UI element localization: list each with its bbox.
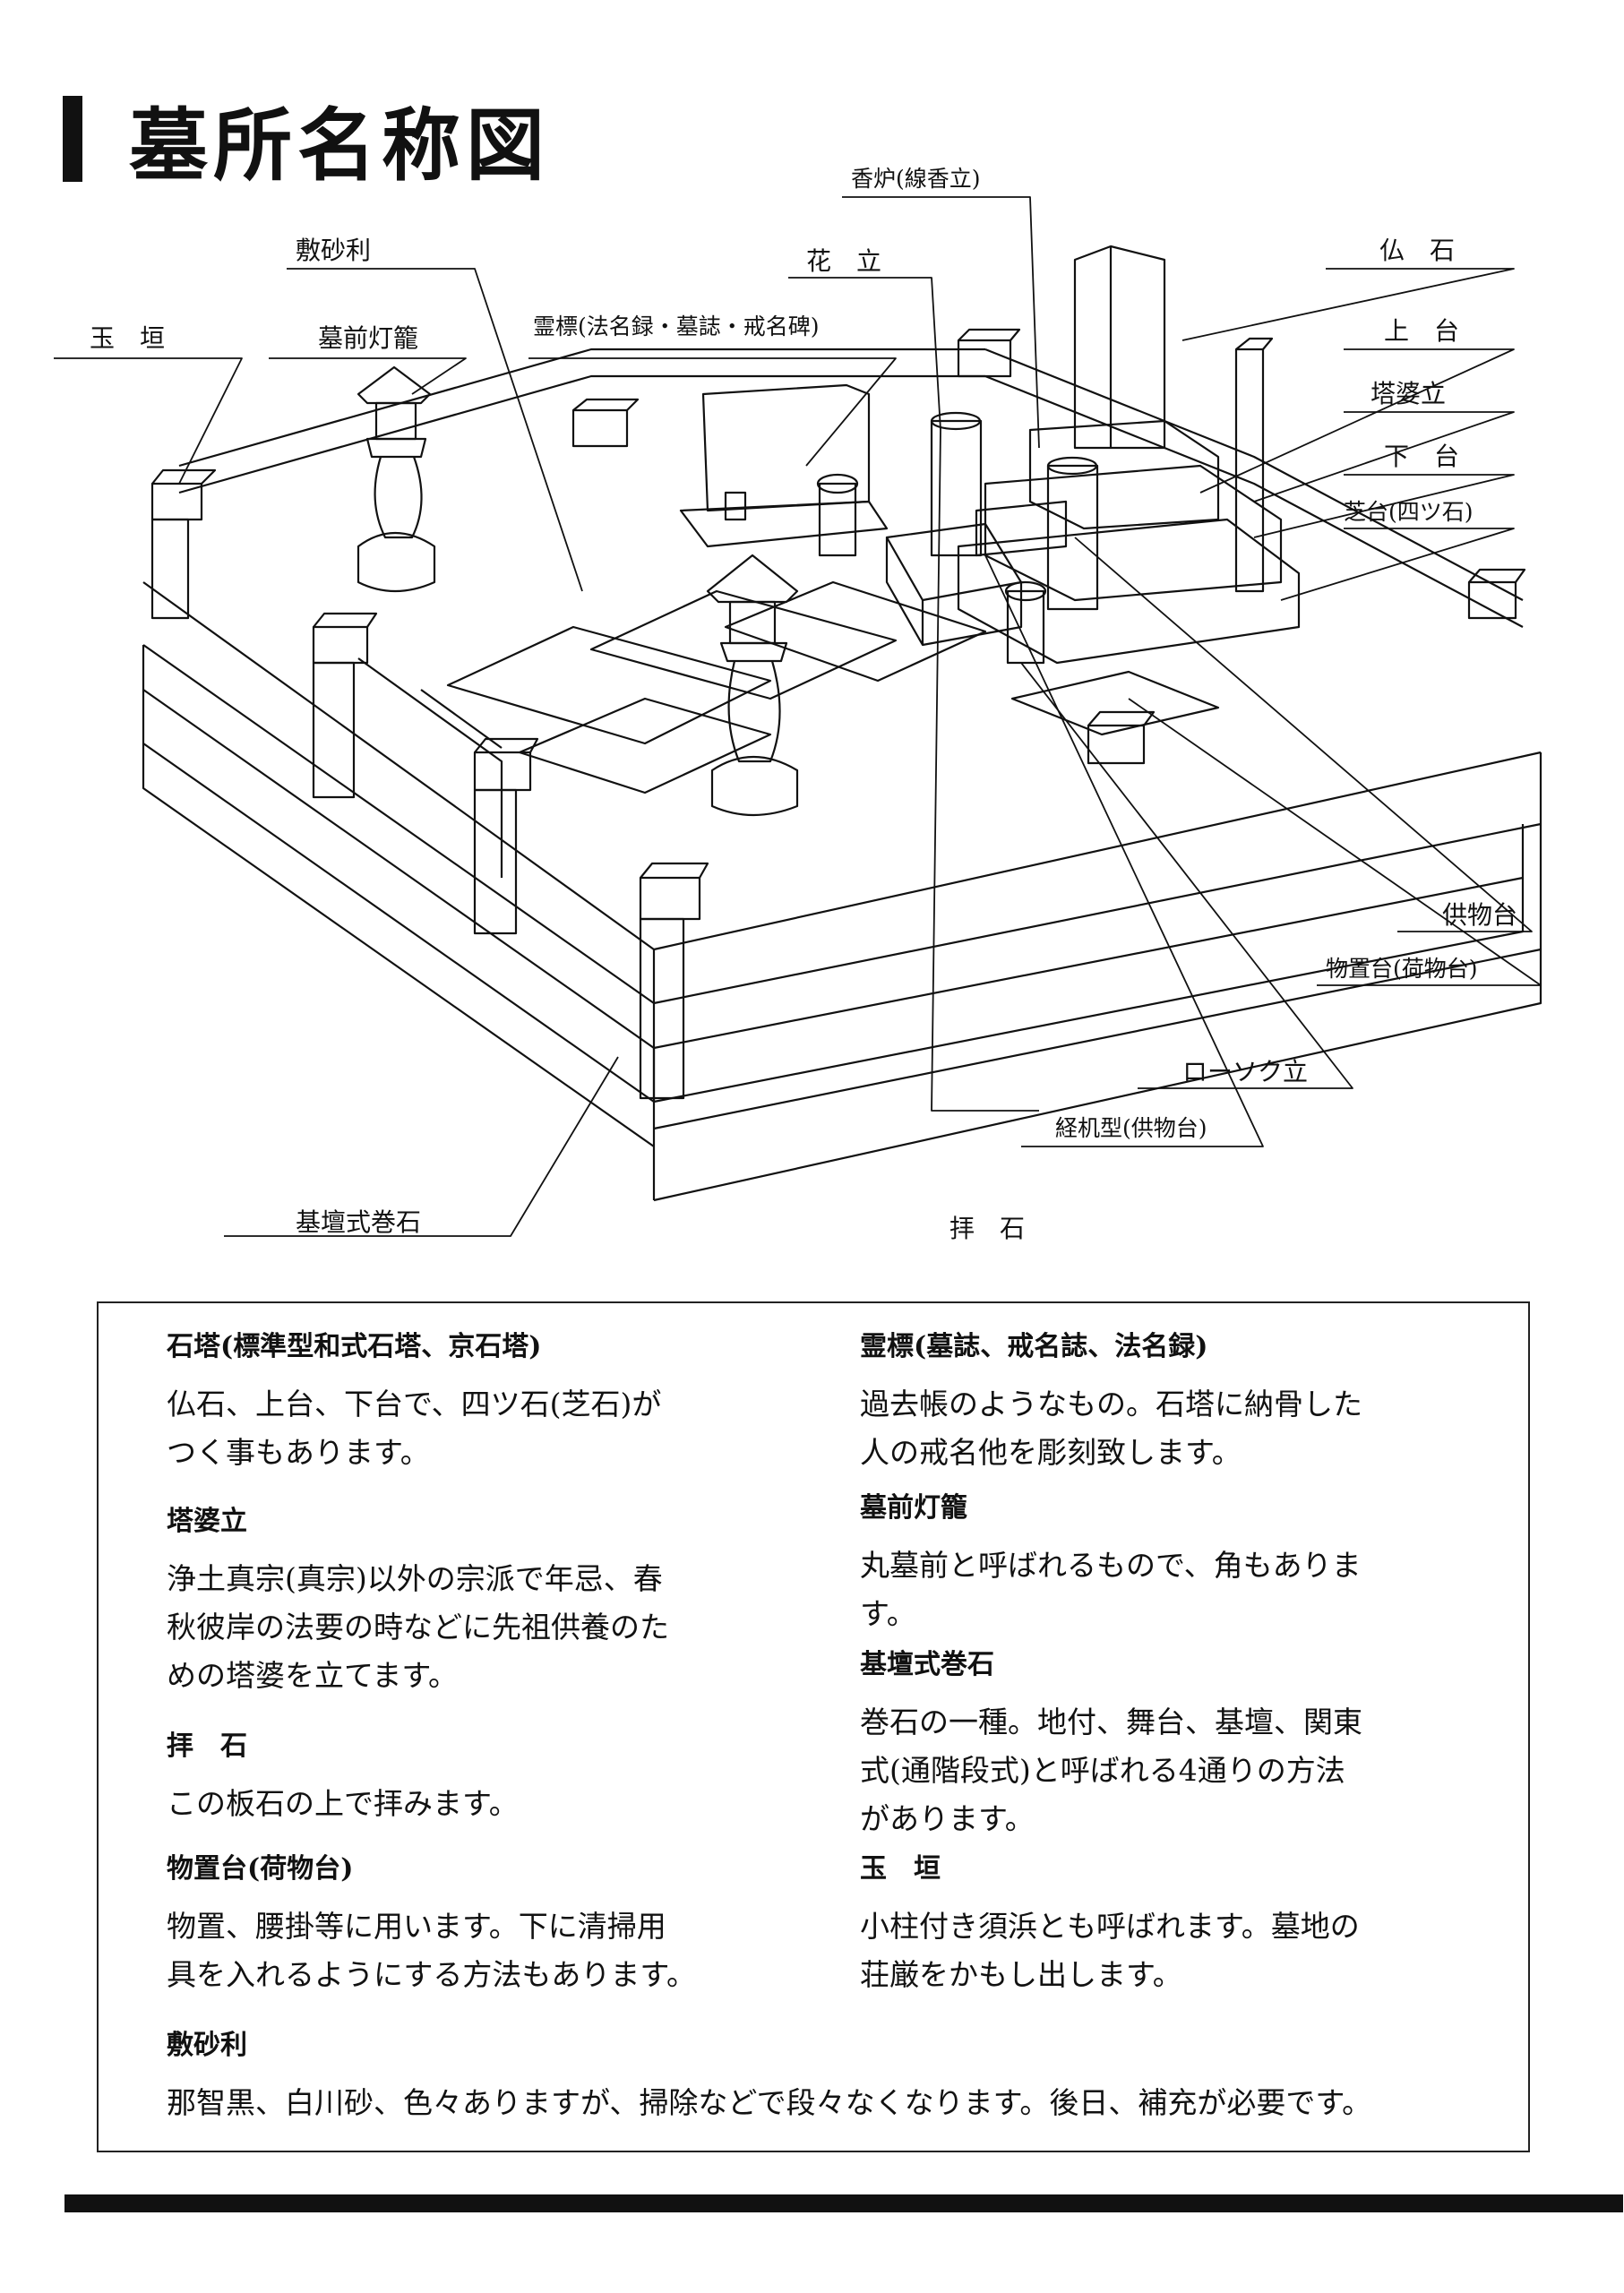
entry-heading: 石塔(標準型和式石塔、京石塔) <box>167 1331 542 1362</box>
description-box: 石塔(標準型和式石塔、京石塔) 仏石、上台、下台で、四ツ石(芝石)が つく事もあ… <box>97 1301 1530 2152</box>
label-koro: 香炉(線香立) <box>851 166 981 192</box>
leader-lines <box>54 196 1542 1237</box>
entry-sekito: 石塔(標準型和式石塔、京石塔) 仏石、上台、下台で、四ツ石(芝石)が つく事もあ… <box>167 1330 812 1477</box>
entry-reihyo: 霊標(墓誌、戒名誌、法名録) 過去帳のようなもの。石塔に納骨した 人の戒名他を彫… <box>860 1330 1505 1477</box>
entry-kidan: 基壇式巻石 巻石の一種。地付、舞台、基壇、関東 式(通階段式)と呼ばれる4通りの… <box>860 1648 1505 1843</box>
label-kyozukue: 経机型(供物台) <box>1055 1115 1207 1141</box>
entry-body: 那智黒、白川砂、色々ありますが、掃除などで段々なくなります。後日、補充が必要です… <box>167 2085 1372 2120</box>
entry-body: 丸墓前と呼ばれるもので、角もありま す。 <box>860 1548 1362 1631</box>
entry-tamagaki: 玉 垣 小柱付き須浜とも呼ばれます。墓地の 荘厳をかもし出します。 <box>860 1852 1505 1999</box>
label-jodai: 上 台 <box>1384 316 1460 346</box>
entry-body: 物置、腰掛等に用います。下に清掃用 具を入れるようにする方法もあります。 <box>167 1909 697 1992</box>
label-hanatate: 花 立 <box>806 246 882 276</box>
fence-back <box>178 328 1524 628</box>
rosoku-lanterns <box>816 473 1047 665</box>
entry-body: 仏石、上台、下台で、四ツ石(芝石)が つく事もあります。 <box>167 1387 662 1470</box>
entry-body: 浄土真宗(真宗)以外の宗派で年忌、春 秋彼岸の法要の時などに先祖供養のた めの塔… <box>167 1561 669 1693</box>
entry-heading: 物置台(荷物台) <box>167 1853 354 1885</box>
entry-bozen-toro: 墓前灯籠 丸墓前と呼ばれるもので、角もありま す。 <box>860 1491 1505 1638</box>
entry-heading: 墓前灯籠 <box>860 1492 967 1524</box>
entry-heading: 基壇式巻石 <box>860 1649 994 1680</box>
lantern-front <box>706 554 799 817</box>
title-marker-bar <box>63 96 82 182</box>
entry-heading: 拝 石 <box>167 1730 247 1762</box>
entry-monookidai: 物置台(荷物台) 物置、腰掛等に用います。下に清掃用 具を入れるようにする方法も… <box>167 1852 812 1999</box>
entry-heading: 塔婆立 <box>167 1506 247 1537</box>
label-monookidai: 物置台(荷物台) <box>1326 956 1478 982</box>
label-tobatate: 塔婆立 <box>1371 379 1447 408</box>
page-title: 墓所名称図 <box>129 98 551 192</box>
label-shikijari: 敷砂利 <box>296 236 372 265</box>
bottom-rule <box>64 2194 1623 2212</box>
grave-diagram <box>54 196 1542 1237</box>
reihyo-plaque <box>679 383 889 548</box>
gravestone <box>885 245 1301 736</box>
entry-heading: 霊標(墓誌、戒名誌、法名録) <box>860 1331 1208 1362</box>
label-reihyo: 霊標(法名録・墓誌・戒名碑) <box>533 313 820 339</box>
haiseki-stones <box>446 580 987 794</box>
entry-tobatate: 塔婆立 浄土真宗(真宗)以外の宗派で年忌、春 秋彼岸の法要の時などに先祖供養のた… <box>167 1505 812 1700</box>
entry-body: 過去帳のようなもの。石塔に納骨した 人の戒名他を彫刻致します。 <box>860 1387 1362 1470</box>
page-title-block: 墓所名称図 <box>63 90 550 192</box>
entry-body: 巻石の一種。地付、舞台、基壇、関東 式(通階段式)と呼ばれる4通りの方法 があり… <box>860 1705 1362 1836</box>
label-bozen-toro: 墓前灯籠 <box>318 323 419 353</box>
base-kidan <box>142 468 1542 1202</box>
label-tamagaki: 玉 垣 <box>90 323 166 353</box>
entry-heading: 敷砂利 <box>167 2030 247 2061</box>
lantern-left <box>357 365 436 593</box>
label-kidan: 基壇式巻石 <box>296 1207 422 1237</box>
label-hotoke-ishi: 仏 石 <box>1379 236 1456 265</box>
label-shibadai: 芝台(四ツ石) <box>1344 499 1474 525</box>
label-rosoku: ローソク立 <box>1182 1057 1309 1086</box>
entry-haiseki: 拝 石 この板石の上で拝みます。 <box>167 1730 812 1828</box>
entry-body: この板石の上で拝みます。 <box>167 1786 519 1821</box>
entry-heading: 玉 垣 <box>860 1853 941 1885</box>
label-haiseki: 拝 石 <box>949 1214 1026 1243</box>
entry-body: 小柱付き須浜とも呼ばれます。墓地の 荘厳をかもし出します。 <box>860 1909 1360 1992</box>
label-kumotsudai: 供物台 <box>1442 900 1518 930</box>
label-gedai: 下 台 <box>1384 442 1460 471</box>
entry-shikijari: 敷砂利 那智黒、白川砂、色々ありますが、掃除などで段々なくなります。後日、補充が… <box>167 2029 1510 2127</box>
